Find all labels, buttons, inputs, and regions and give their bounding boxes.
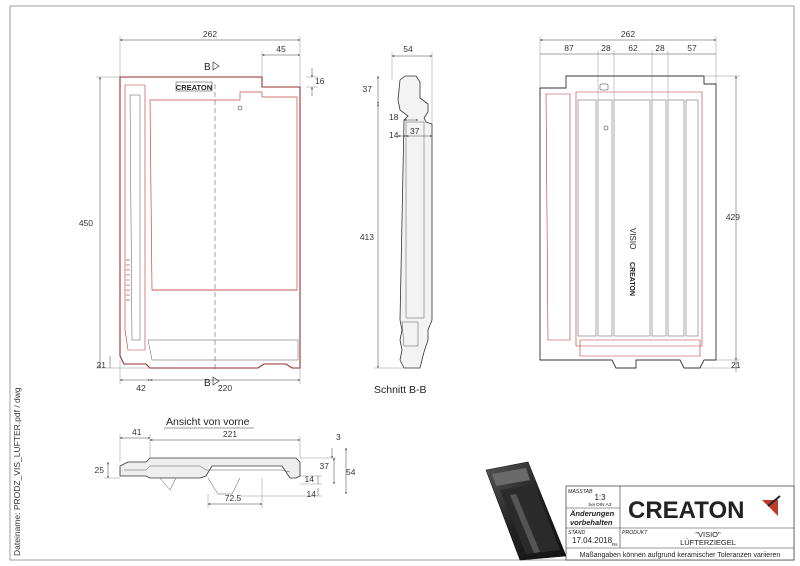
back-seg5-dim: 57 bbox=[687, 43, 697, 53]
profile-right-top-dim: 3 bbox=[336, 432, 341, 442]
section-width-dim: 54 bbox=[403, 44, 413, 54]
back-bottom-dim: 21 bbox=[731, 360, 741, 370]
front-width-dim: 262 bbox=[203, 29, 217, 39]
profile-left-dim: 41 bbox=[132, 427, 142, 437]
back-view: VISIO CREATON 262 87 28 62 28 57 429 21 bbox=[539, 29, 741, 372]
product-label: PRODUKT bbox=[622, 530, 648, 536]
back-height-dim: 429 bbox=[726, 212, 740, 222]
back-visio-text: VISIO bbox=[628, 228, 637, 249]
initials: Rs bbox=[612, 542, 618, 547]
sheet-border bbox=[9, 5, 795, 561]
brand-logo-text: CREATON bbox=[628, 497, 744, 524]
scale-label: MASSTAB bbox=[568, 489, 593, 495]
front-bottom-width-dim: 220 bbox=[218, 383, 232, 393]
section-top-offset-dim: 37 bbox=[363, 84, 373, 94]
section-inner-dim: 14 bbox=[389, 130, 399, 140]
profile-height-left-dim: 25 bbox=[95, 465, 105, 475]
profile-h37-dim: 37 bbox=[320, 461, 330, 471]
profile-title: Ansicht von vorne bbox=[166, 416, 250, 428]
back-seg1-dim: 87 bbox=[564, 43, 574, 53]
product-type: LÜFTERZIEGEL bbox=[680, 538, 736, 547]
section-title: Schnitt B-B bbox=[374, 384, 427, 396]
tolerance-footer: Maßangaben können aufgrund keramischer T… bbox=[580, 552, 781, 559]
profile-outline bbox=[119, 457, 301, 479]
brand-logo-mark bbox=[762, 495, 781, 516]
front-outline bbox=[119, 76, 301, 369]
front-view: CREATON B B 262 45 16 450 21 220 bbox=[79, 29, 325, 393]
date-value: 17.04.2018 bbox=[572, 536, 613, 545]
scale-note: bei DIN A3 bbox=[589, 502, 612, 508]
title-block: MASSTAB 1:3 bei DIN A3 Änderungen vorbeh… bbox=[565, 485, 795, 561]
back-seg2-dim: 28 bbox=[601, 43, 611, 53]
profile-width-dim: 221 bbox=[223, 429, 237, 439]
section-depth-dim: 37 bbox=[410, 126, 420, 136]
profile-h54-dim: 54 bbox=[346, 467, 356, 477]
date-label: STAND bbox=[568, 530, 585, 536]
changes-text: Änderungen bbox=[569, 509, 615, 518]
section-rib-dim: 18 bbox=[389, 112, 399, 122]
back-logo: CREATON bbox=[628, 262, 635, 296]
front-marker-top: B bbox=[204, 62, 211, 73]
front-notch-dim: 16 bbox=[315, 76, 325, 86]
filename-note: Dateiname: PRODZ_VIS_LUFTER.pdf / dwg bbox=[12, 387, 22, 556]
reserved-text: vorbehalten bbox=[570, 518, 613, 527]
front-bottom-left-dim: 21 bbox=[97, 360, 107, 370]
profile-mid-dim: 72.5 bbox=[225, 493, 242, 503]
front-height-dim: 450 bbox=[79, 218, 93, 228]
profile-h14b-dim: 14 bbox=[307, 489, 317, 499]
front-bottom-offset-dim: 42 bbox=[136, 383, 146, 393]
profile-h14a-dim: 14 bbox=[305, 474, 315, 484]
profile-view: Ansicht von vorne 41 221 3 25 37 54 14 1… bbox=[95, 416, 356, 508]
tile-render-image bbox=[485, 461, 567, 561]
front-marker-bottom: B bbox=[204, 378, 211, 389]
back-seg4-dim: 28 bbox=[655, 43, 665, 53]
section-height-dim: 413 bbox=[360, 232, 374, 242]
back-outline bbox=[539, 75, 717, 369]
scale-value: 1:3 bbox=[594, 493, 606, 502]
back-width-dim: 262 bbox=[621, 29, 635, 39]
back-seg3-dim: 62 bbox=[628, 43, 638, 53]
section-profile bbox=[397, 75, 433, 369]
front-top-right-dim: 45 bbox=[276, 44, 286, 54]
front-logo: CREATON bbox=[176, 83, 212, 92]
product-name: "VISIO" bbox=[695, 530, 721, 539]
section-view: 54 37 413 18 14 37 Schnitt B-B bbox=[360, 44, 433, 396]
